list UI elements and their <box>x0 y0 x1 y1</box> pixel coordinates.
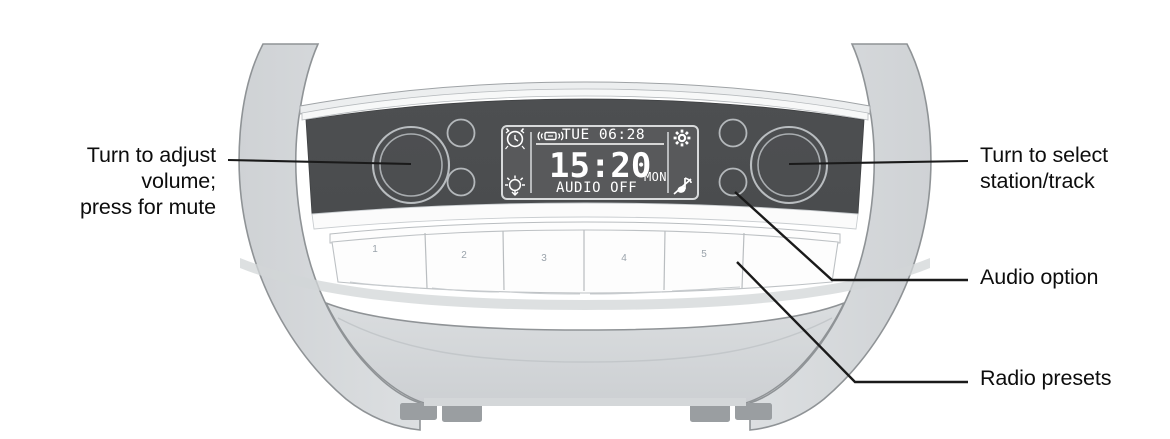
lcd-display[interactable] <box>501 125 699 200</box>
preset-divider-1 <box>424 232 428 289</box>
tuning-knob[interactable] <box>749 125 829 205</box>
cabinet-base <box>324 301 846 404</box>
preset-button-3[interactable]: 3 <box>541 253 547 264</box>
preset-divider-4 <box>663 230 666 291</box>
foot-right-outer <box>735 403 772 420</box>
preset-underline-5 <box>671 286 741 292</box>
base-bottom-edge <box>424 398 746 406</box>
preset-underline-1 <box>349 281 421 289</box>
brightness-dimmer-icon <box>505 175 525 196</box>
panel-bottom-strip <box>311 202 859 230</box>
mute-note-icon <box>673 177 692 195</box>
leader-line-station <box>788 159 969 166</box>
foot-left-inner <box>442 403 482 422</box>
preset-divider-5 <box>741 232 745 289</box>
foot-right-inner <box>690 403 730 422</box>
callout-label-audio-option: Audio option <box>980 265 1099 289</box>
gear-icon <box>673 129 691 147</box>
left-button-lower[interactable] <box>446 167 476 197</box>
base-highlight-curve <box>337 317 833 363</box>
preset-underline-4 <box>589 291 663 295</box>
preset-divider-2 <box>502 230 505 291</box>
lcd-clock: 15:20 <box>549 146 652 186</box>
callout-label-presets: Radio presets <box>980 366 1112 390</box>
cabinet-body <box>238 43 932 431</box>
preset-underline-2 <box>431 287 500 293</box>
foot-left-outer <box>400 403 437 420</box>
lcd-status: AUDIO OFF <box>556 180 638 196</box>
preset-button-4[interactable]: 4 <box>621 253 627 264</box>
preset-button-5[interactable]: 5 <box>701 249 707 260</box>
audio-option-button[interactable] <box>718 167 748 197</box>
radio-signal-icon <box>537 131 564 141</box>
preset-button-2[interactable]: 2 <box>461 250 467 261</box>
preset-panel-face <box>331 229 839 294</box>
volume-knob[interactable] <box>371 125 451 205</box>
preset-underline-3 <box>509 291 581 295</box>
lcd-alarm-time: TUE 06:28 <box>562 127 646 143</box>
leader-line-volume <box>227 158 412 166</box>
cabinet-left-wing <box>238 43 421 431</box>
callout-label-volume: Turn to adjust volume; press for mute <box>79 143 216 219</box>
alarm-clock-icon <box>505 127 525 150</box>
leader-line-audio-option <box>734 191 968 282</box>
leader-line-presets <box>736 261 968 384</box>
panel-top-lip-2 <box>301 88 869 121</box>
callout-lines <box>227 158 969 384</box>
right-button-upper[interactable] <box>718 118 748 148</box>
lcd-day: MON <box>644 170 667 184</box>
cabinet-right-wing <box>749 43 932 431</box>
callout-label-station: Turn to select station/track <box>980 143 1109 193</box>
preset-button-1[interactable]: 1 <box>372 244 378 255</box>
base-shadow-band <box>240 258 930 310</box>
left-button-upper[interactable] <box>446 118 476 148</box>
